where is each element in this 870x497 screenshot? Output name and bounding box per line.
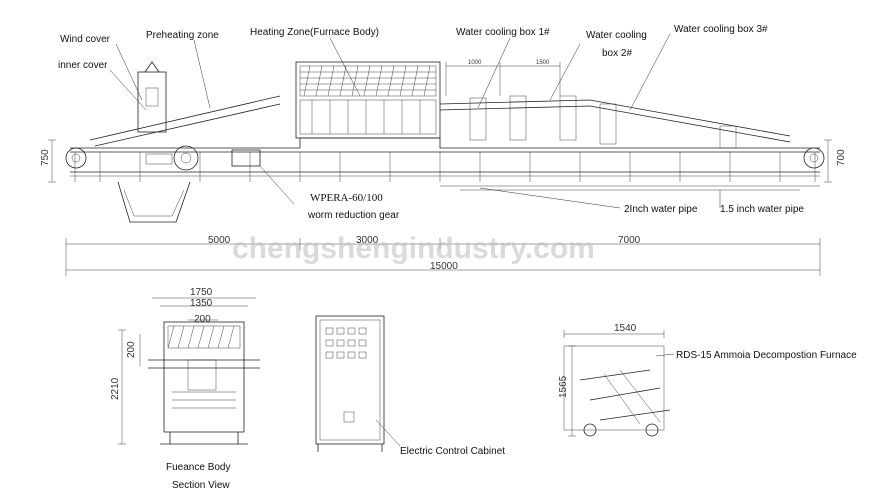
label-rds: RDS-15 Ammoia Decompostion Furnace xyxy=(676,350,857,361)
dim-1565: 1565 xyxy=(558,375,569,398)
main-elevation xyxy=(48,61,832,276)
dim-3000: 3000 xyxy=(356,235,379,246)
label-water-box-1: Water cooling box 1# xyxy=(456,27,550,38)
dim-200-side: 200 xyxy=(126,341,137,358)
dim-2210: 2210 xyxy=(110,377,121,400)
label-water-box-3: Water cooling box 3# xyxy=(674,24,768,35)
label-pipe-2inch: 2Inch water pipe xyxy=(624,204,698,215)
dim-200-top: 200 xyxy=(194,314,211,325)
label-water-box-2-line2: box 2# xyxy=(602,48,632,59)
label-preheating-zone: Preheating zone xyxy=(146,30,219,41)
label-section-title: Fueance Body xyxy=(166,462,231,473)
label-section-sub: Section View xyxy=(172,480,230,491)
label-cabinet: Electric Control Cabinet xyxy=(400,446,505,457)
label-heating-zone: Heating Zone(Furnace Body) xyxy=(250,27,379,38)
label-inner-cover: inner cover xyxy=(58,60,108,71)
label-water-box-2-line1: Water cooling xyxy=(586,30,647,41)
label-gear-model: WPERA-60/100 xyxy=(310,192,383,204)
dim-5000: 5000 xyxy=(208,235,231,246)
leader-lines xyxy=(109,33,721,209)
label-pipe-15inch: 1.5 inch water pipe xyxy=(720,204,804,215)
label-wind-cover: Wind cover xyxy=(60,34,111,45)
dim-1000: 1000 xyxy=(468,60,482,66)
dim-7000: 7000 xyxy=(618,235,641,246)
dim-15000: 15000 xyxy=(430,261,458,272)
section-view-drawing xyxy=(118,297,260,445)
dim-1540: 1540 xyxy=(614,323,637,334)
dim-1350: 1350 xyxy=(190,298,213,309)
control-cabinet-drawing xyxy=(315,315,401,452)
dim-1750: 1750 xyxy=(190,287,213,298)
watermark: chengshengindustry.com xyxy=(232,232,595,265)
dim-700: 700 xyxy=(836,149,847,166)
dim-1500: 1500 xyxy=(536,60,550,66)
label-worm-gear: worm reduction gear xyxy=(307,210,400,221)
rds-furnace-drawing xyxy=(563,330,675,437)
dim-750: 750 xyxy=(40,149,51,166)
